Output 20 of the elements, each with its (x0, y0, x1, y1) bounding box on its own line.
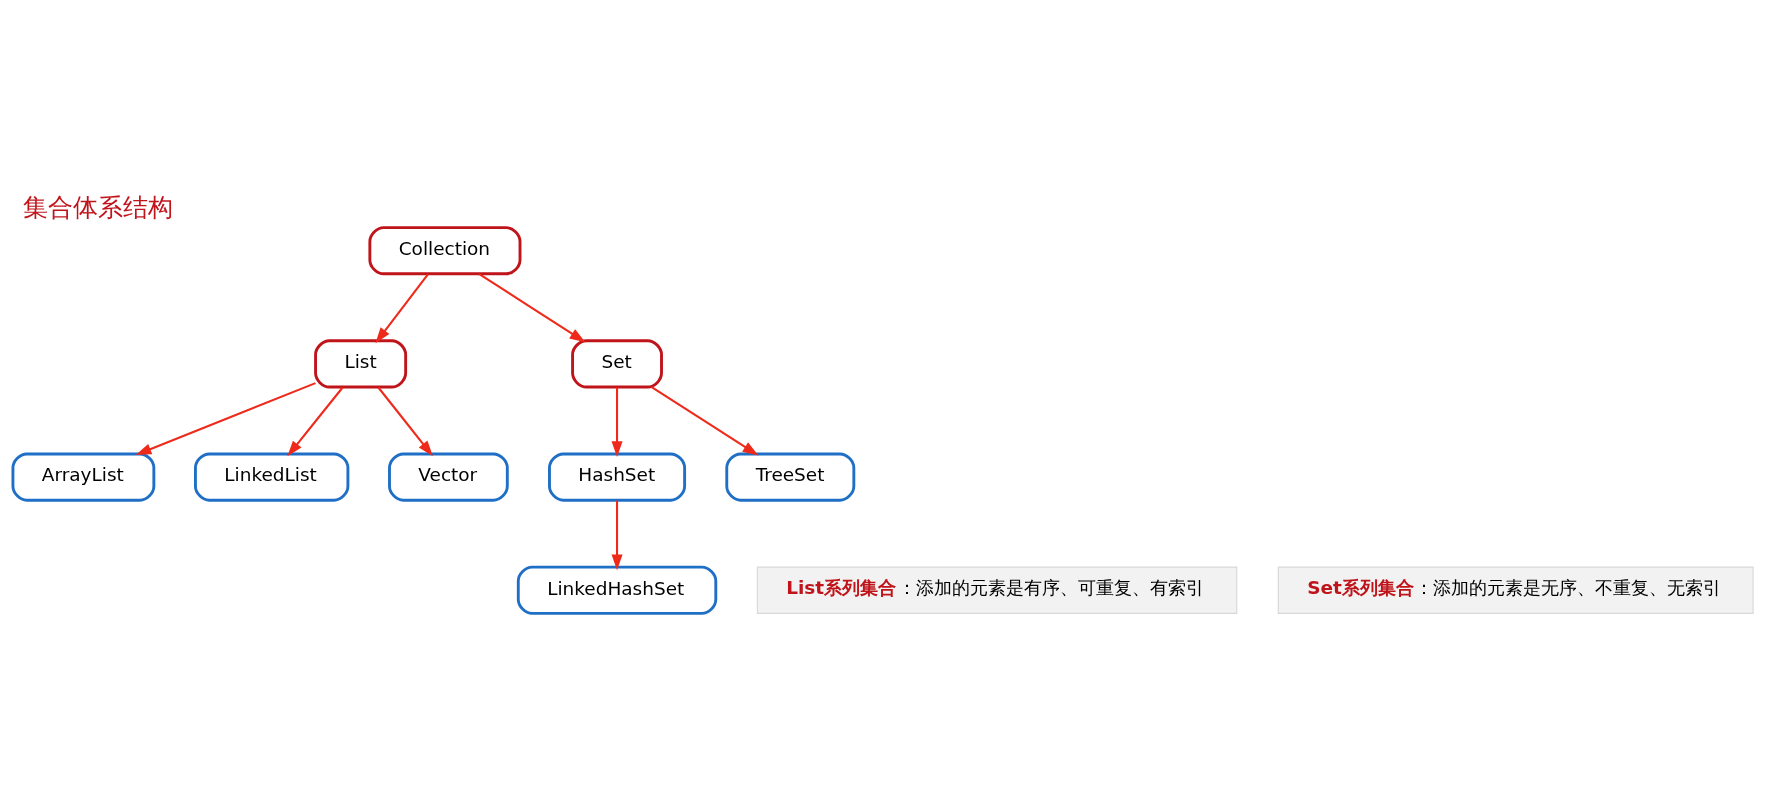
arrow (287, 386, 344, 456)
arrow (611, 500, 623, 570)
node-box: List系列集合：添加的元素是有序、可重复、有索引 (756, 566, 1238, 614)
arrow (375, 273, 429, 343)
arrow (135, 381, 316, 455)
diagram-title: 集合体系结构 (22, 191, 173, 222)
node-box: Set系列集合：添加的元素是无序、不重复、无索引 (1277, 566, 1754, 614)
node-box: HashSet (548, 452, 687, 502)
node-box: LinkedHashSet (516, 565, 718, 615)
node-box: TreeSet (725, 452, 856, 502)
node-box: Set (571, 338, 663, 388)
node-box: LinkedList (194, 452, 350, 502)
arrow (611, 387, 623, 457)
node-box: Collection (368, 225, 522, 275)
node-box: Vector (388, 452, 509, 502)
arrow (377, 386, 433, 456)
node-box: List (314, 338, 408, 388)
arrow (651, 385, 759, 455)
node-box: ArrayList (11, 452, 156, 502)
arrow (478, 272, 586, 342)
